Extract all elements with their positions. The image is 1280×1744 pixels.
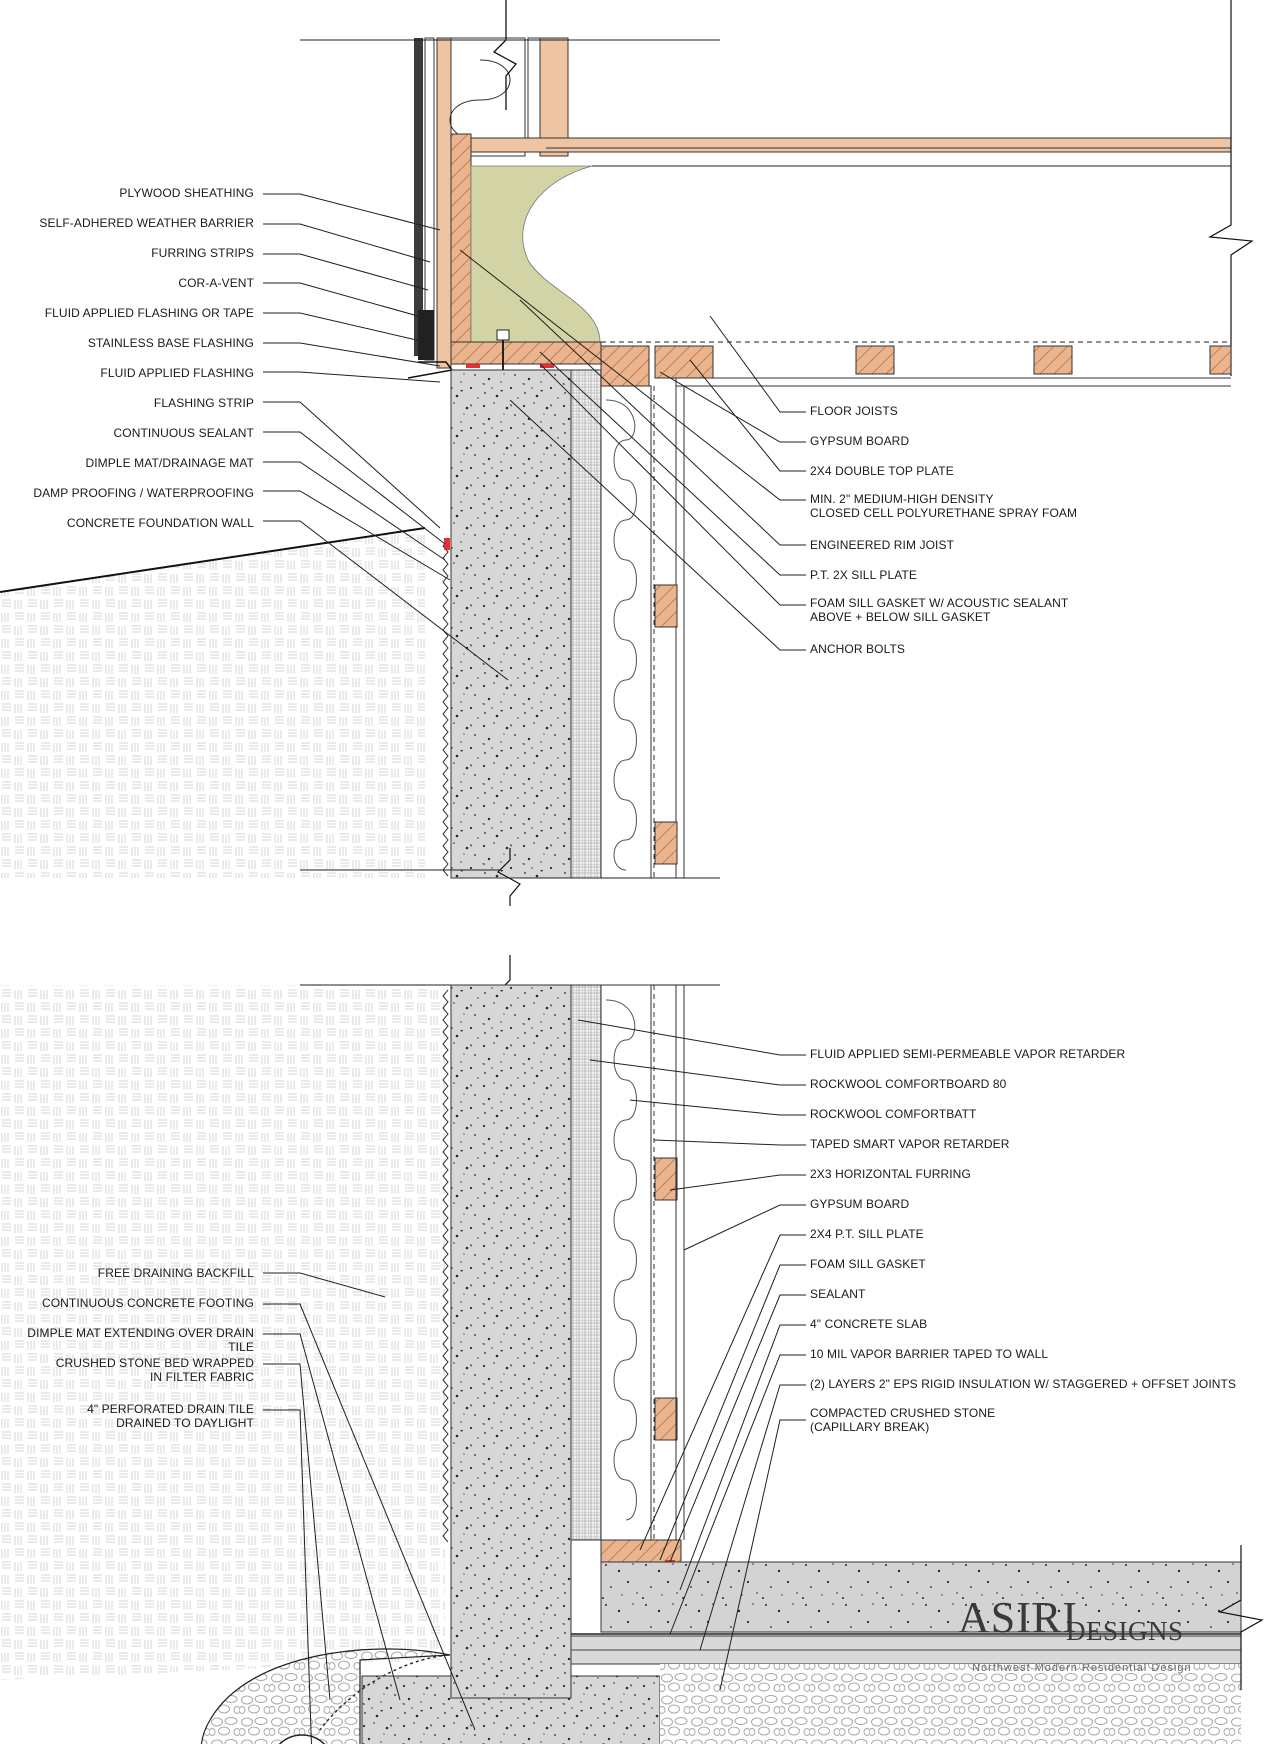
label-gypsum-board-lower: GYPSUM BOARD	[810, 1197, 910, 1211]
label-free-draining-backfill: FREE DRAINING BACKFILL	[97, 1266, 254, 1280]
label-fluid-applied-flashing: FLUID APPLIED FLASHING	[100, 366, 254, 380]
concrete-slab	[600, 1561, 1242, 1633]
compacted-stone	[660, 1664, 1241, 1744]
lower-dimple-mat	[442, 989, 449, 1543]
label-drain-tile: 4" PERFORATED DRAIN TILE DRAINED TO DAYL…	[87, 1402, 254, 1430]
label-sill-plate: P.T. 2X SILL PLATE	[810, 568, 917, 582]
label-anchor-bolts: ANCHOR BOLTS	[810, 642, 905, 656]
break-line-right	[1208, 0, 1254, 376]
lower-furring-1	[654, 1157, 678, 1201]
upper-sealant-red	[444, 538, 450, 550]
label-stainless-base-flashing: STAINLESS BASE FLASHING	[87, 336, 254, 350]
rim-joist	[450, 133, 472, 343]
logo-name-part1: ASIRI	[958, 1593, 1078, 1642]
sill-gasket-red	[466, 364, 480, 368]
drain-tile	[278, 1734, 326, 1744]
spray-foam	[470, 165, 601, 343]
label-smart-vapor-retarder: TAPED SMART VAPOR RETARDER	[810, 1137, 1010, 1151]
label-vapor-barrier: 10 MIL VAPOR BARRIER TAPED TO WALL	[810, 1347, 1049, 1361]
upper-batt-loops	[605, 399, 637, 871]
joist-block-3	[1209, 345, 1232, 375]
break-line-lower-right	[1218, 1545, 1264, 1690]
lower-batt-zone	[600, 984, 652, 1541]
logo-name-part2: DESIGNS	[1066, 1616, 1184, 1646]
label-foam-sill-gasket: FOAM SILL GASKET	[810, 1257, 926, 1271]
label-damp-proofing: DAMP PROOFING / WATERPROOFING	[33, 486, 254, 500]
leader-lines	[263, 193, 806, 1744]
gypsum-ceiling	[676, 377, 1231, 387]
label-compacted-stone: COMPACTED CRUSHED STONE (CAPILLARY BREAK…	[810, 1406, 996, 1434]
label-flashing-strip: FLASHING STRIP	[153, 396, 254, 410]
sill-gasket-red-2	[540, 364, 554, 368]
upper-foundation-wall	[450, 369, 572, 879]
upper-wall-insulation-curve	[449, 59, 511, 141]
upper-dimple-mat	[442, 539, 449, 877]
upper-batt-zone	[600, 385, 652, 879]
label-furring-strips: FURRING STRIPS	[151, 246, 254, 260]
break-line-mid	[497, 848, 521, 906]
lower-sill-plate	[600, 1539, 682, 1563]
label-continuous-sealant: CONTINUOUS SEALANT	[113, 426, 254, 440]
upper-furring-2	[654, 821, 678, 865]
lower-comfortboard	[570, 984, 602, 1541]
upper-base-flashing	[407, 361, 454, 379]
sill-plate	[450, 341, 602, 365]
label-rim-joist: ENGINEERED RIM JOIST	[810, 538, 955, 552]
label-double-top-plate: 2X4 DOUBLE TOP PLATE	[810, 464, 954, 478]
label-pt-sill-plate: 2X4 P.T. SILL PLATE	[810, 1227, 924, 1241]
label-continuous-footing: CONTINUOUS CONCRETE FOOTING	[41, 1296, 254, 1310]
label-spray-foam: MIN. 2" MEDIUM-HIGH DENSITY CLOSED CELL …	[810, 492, 1078, 520]
lower-batt-loops	[605, 999, 637, 1521]
upper-comfortboard	[570, 369, 602, 879]
lower-earth	[0, 985, 445, 1680]
upper-wall-stud	[539, 37, 569, 157]
gypsum-wall-lower	[675, 985, 685, 1540]
upper-furring-1	[654, 584, 678, 628]
label-dimple-mat: DIMPLE MAT/DRAINAGE MAT	[85, 456, 254, 470]
label-comfortboard: ROCKWOOL COMFORTBOARD 80	[810, 1077, 1007, 1091]
label-concrete-foundation-wall: CONCRETE FOUNDATION WALL	[66, 516, 254, 530]
lower-foundation-wall	[450, 984, 572, 1699]
upper-siding	[414, 38, 423, 356]
label-horizontal-furring: 2X3 HORIZONTAL FURRING	[810, 1167, 971, 1181]
label-cor-a-vent: COR-A-VENT	[178, 276, 254, 290]
label-fluid-vapor-retarder: FLUID APPLIED SEMI-PERMEABLE VAPOR RETAR…	[810, 1047, 1126, 1061]
label-dimple-over-drain-tile: DIMPLE MAT EXTENDING OVER DRAIN TILE	[27, 1326, 254, 1354]
upper-grade-line	[0, 527, 426, 593]
label-crushed-stone-bed: CRUSHED STONE BED WRAPPED IN FILTER FABR…	[55, 1356, 254, 1384]
top-plate-2	[654, 345, 714, 379]
joist-block-2	[1033, 345, 1073, 375]
asiri-designs-logo: ASIRI DESIGNS Northwest Modern Residenti…	[958, 1592, 1258, 1742]
label-floor-joists: FLOOR JOISTS	[810, 404, 898, 418]
label-weather-barrier: SELF-ADHERED WEATHER BARRIER	[39, 216, 254, 230]
anchor-nut	[496, 329, 510, 341]
label-fluid-flashing-tape: FLUID APPLIED FLASHING OR TAPE	[44, 306, 254, 320]
joist-block-1	[855, 345, 895, 375]
upper-earth	[0, 528, 425, 878]
dimple-over-tile	[319, 1654, 449, 1731]
label-sealant: SEALANT	[810, 1287, 866, 1301]
drain-stone-wrap	[201, 1648, 451, 1744]
label-gypsum-board-upper: GYPSUM BOARD	[810, 434, 910, 448]
gypsum-wall-upper	[675, 378, 685, 878]
label-comfortbatt: ROCKWOOL COMFORTBATT	[810, 1107, 977, 1121]
lower-furring-2	[654, 1397, 678, 1441]
label-eps-insulation: (2) LAYERS 2" EPS RIGID INSULATION W/ ST…	[810, 1377, 1237, 1391]
label-plywood-sheathing: PLYWOOD SHEATHING	[119, 186, 254, 200]
break-line-top	[492, 0, 518, 110]
label-concrete-slab: 4" CONCRETE SLAB	[810, 1317, 928, 1331]
upper-plywood	[436, 37, 452, 369]
logo-tagline: Northwest Modern Residential Design	[972, 1662, 1192, 1674]
upper-cor-a-vent	[418, 310, 434, 360]
subfloor	[450, 137, 1232, 153]
label-foam-sill-gasket-acoustic: FOAM SILL GASKET W/ ACOUSTIC SEALANT ABO…	[810, 596, 1069, 624]
